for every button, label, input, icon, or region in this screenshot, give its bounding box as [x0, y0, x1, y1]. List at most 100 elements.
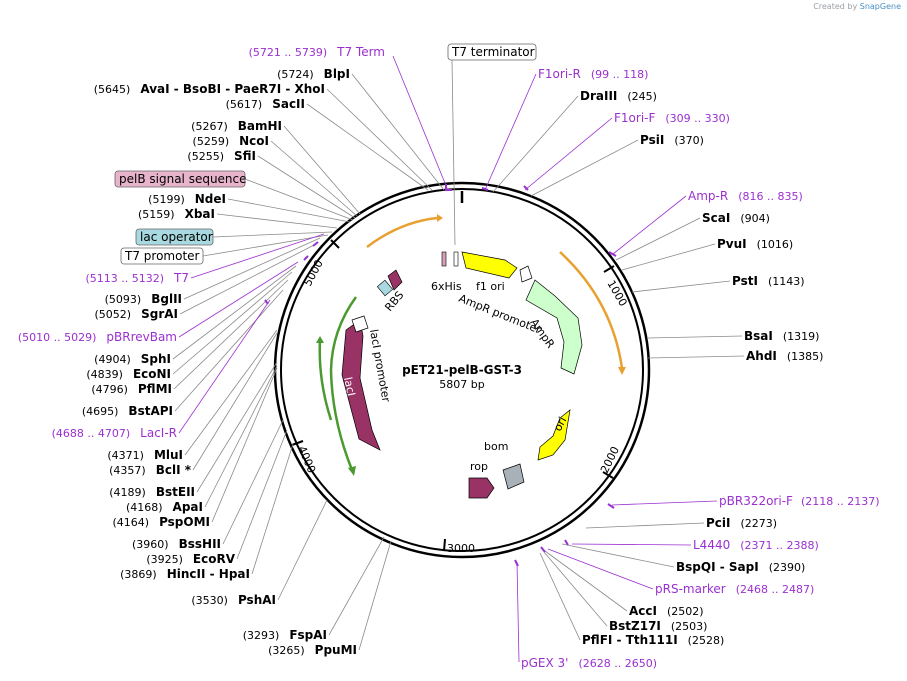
- right-labels: F1ori-R(99 .. 118) DraIII(245) F1ori-F(3…: [521, 67, 880, 670]
- site-label-bsai: BsaI(1319): [744, 329, 819, 343]
- primer-label-t7-term: (5721 .. 5739)T7 Term: [249, 45, 385, 59]
- site-label-pvui: PvuI(1016): [717, 237, 793, 251]
- boxed-label-t7-terminator-box: [447, 43, 537, 61]
- site-label-acci: AccI(2502): [629, 604, 704, 618]
- site-label-scai: ScaI(904): [702, 211, 770, 225]
- primer-bind-marks: [264, 184, 617, 567]
- feature-label-ori: ori: [551, 415, 569, 434]
- primer-label-amp-r: Amp-R(816 .. 835): [688, 189, 803, 203]
- tick-label-3000: 3000: [447, 542, 475, 555]
- leader-bcli: [192, 332, 278, 471]
- primer-mark-f1ori-f: [523, 185, 529, 191]
- site-label-avai-group: (5645)AvaI - BsoBI - PaeR7I - XhoI: [94, 82, 325, 96]
- site-label-ecorv: (3925)EcoRV: [146, 552, 235, 566]
- feature-label-rop: rop: [470, 460, 488, 473]
- leader-amp-r: [612, 195, 687, 255]
- leader-laci-r: [178, 299, 271, 434]
- primer-mark-t7: [312, 241, 319, 247]
- leader-f1ori-r: [484, 73, 537, 191]
- leader-t7: [190, 233, 325, 279]
- leader-bamhi: [283, 125, 361, 215]
- feature-rbs: [387, 269, 403, 291]
- primer-mark-amp-r: [608, 251, 617, 257]
- site-label-sphi: (4904)SphI: [94, 352, 171, 366]
- leader-f1ori-f: [524, 117, 613, 191]
- site-label-bsshii: (3960)BssHII: [132, 537, 221, 551]
- primer-label-t7: (5113 .. 5132)T7: [85, 271, 189, 285]
- site-label-sacii: (5617)SacII: [226, 97, 305, 111]
- leader-l4440: [571, 543, 692, 546]
- orange-arc-top-head: [437, 214, 443, 222]
- leader-psii: [530, 139, 639, 197]
- site-label-ppumi: (3265)PpuMI: [268, 643, 357, 657]
- left-leaders: [172, 55, 448, 651]
- site-label-blpi: (5724)BlpI: [277, 67, 350, 81]
- leader-pflmi: [173, 279, 289, 390]
- site-label-bsteii: (4189)BstEII: [109, 485, 195, 499]
- feature-ampr: [525, 279, 583, 375]
- primer-label-pbr322ori-f: pBR322ori-F(2118 .. 2137): [719, 494, 880, 508]
- leader-sgrai: [179, 243, 317, 315]
- site-label-bspqi-sapi: BspQI - SapI(2390): [676, 560, 805, 574]
- leader-sfii: [257, 155, 356, 219]
- feature-laci-promoter: [351, 315, 369, 333]
- leader-apai: [204, 365, 278, 508]
- boxed-label-t7-terminator: T7 terminator: [451, 45, 535, 59]
- site-label-fspai: (3293)FspAI: [243, 628, 327, 642]
- leader-psti: [631, 280, 731, 293]
- site-label-bglii: (5093)BglII: [105, 292, 182, 306]
- site-label-pspomi: (4164)PspOMI: [112, 515, 210, 529]
- leader-t7-terminator: [451, 59, 456, 246]
- leader-ncoi: [270, 140, 358, 217]
- site-label-bamhi: (5267)BamHI: [191, 119, 282, 133]
- leader-bstapi: [174, 289, 284, 412]
- tick-mark-5000: [330, 239, 340, 249]
- site-label-pshai: (3530)PshAI: [191, 593, 276, 607]
- feature-label-laci-promoter: lacI promoter: [367, 328, 393, 403]
- leader-ahdi: [647, 355, 745, 359]
- site-label-pflfi-tth111i: PflFI - Tth111I(2528): [582, 633, 724, 647]
- leader-hincii: [251, 443, 294, 575]
- leader-pspomi: [211, 367, 278, 523]
- tick-mark-2000: [602, 471, 614, 479]
- leader-bsai: [646, 335, 743, 339]
- feature-ori: [537, 409, 571, 461]
- primer-mark-pbrrevbam: [303, 255, 309, 261]
- plasmid-name: pET21-pelB-GST-3: [402, 363, 522, 377]
- leader-blpi: [351, 73, 445, 191]
- leader-bstz17i: [543, 551, 608, 627]
- leader-bsteii: [196, 361, 278, 493]
- primer-label-laci-r: (4688 .. 4707)LacI-R: [52, 426, 177, 440]
- leader-lac-operator: [212, 231, 333, 238]
- site-label-psii: PsiI(370): [640, 133, 704, 147]
- site-label-hincii-hpai: (3869)HincII - HpaI: [120, 567, 250, 581]
- feature-label-6xhis: 6xHis: [431, 280, 462, 293]
- site-label-pflmi: (4796)PflMI: [91, 382, 172, 396]
- leader-sphi: [172, 265, 297, 360]
- feature-t7-promoter-mark: [453, 251, 459, 267]
- leader-bsshii: [222, 419, 284, 545]
- site-label-mlui: (4371)MluI: [107, 448, 183, 462]
- leader-ndei: [227, 198, 351, 223]
- left-labels: (5721 .. 5739)T7 Term (5724)BlpI (5645)A…: [18, 45, 385, 657]
- leader-draiii: [492, 95, 579, 193]
- leader-ppumi: [358, 540, 392, 651]
- site-label-bcli: (4357)BclI *: [109, 463, 192, 477]
- leader-pcii: [585, 522, 705, 529]
- primer-label-f1ori-r: F1ori-R(99 .. 118): [538, 67, 648, 81]
- site-label-sgrai: (5052)SgrAI: [95, 307, 178, 321]
- leader-scai: [615, 217, 701, 261]
- feature-label-laci: lacI: [341, 376, 358, 397]
- leader-pbr322ori-f: [611, 500, 718, 506]
- feature-ampr-promoter: [519, 265, 533, 283]
- feature-label-bom: bom: [484, 440, 508, 453]
- leader-pgex-3: [516, 561, 520, 663]
- primer-label-f1ori-f: F1ori-F(309 .. 330): [614, 111, 730, 125]
- site-label-draiii: DraIII(245): [580, 89, 657, 103]
- site-label-xbai: (5159)XbaI: [138, 207, 215, 221]
- tick-mark-4000: [291, 440, 304, 446]
- leader-ecorv: [236, 429, 288, 560]
- green-arc-left-1: [329, 296, 358, 471]
- green-arc-left-2-head: [316, 336, 324, 343]
- leader-acci: [544, 550, 628, 612]
